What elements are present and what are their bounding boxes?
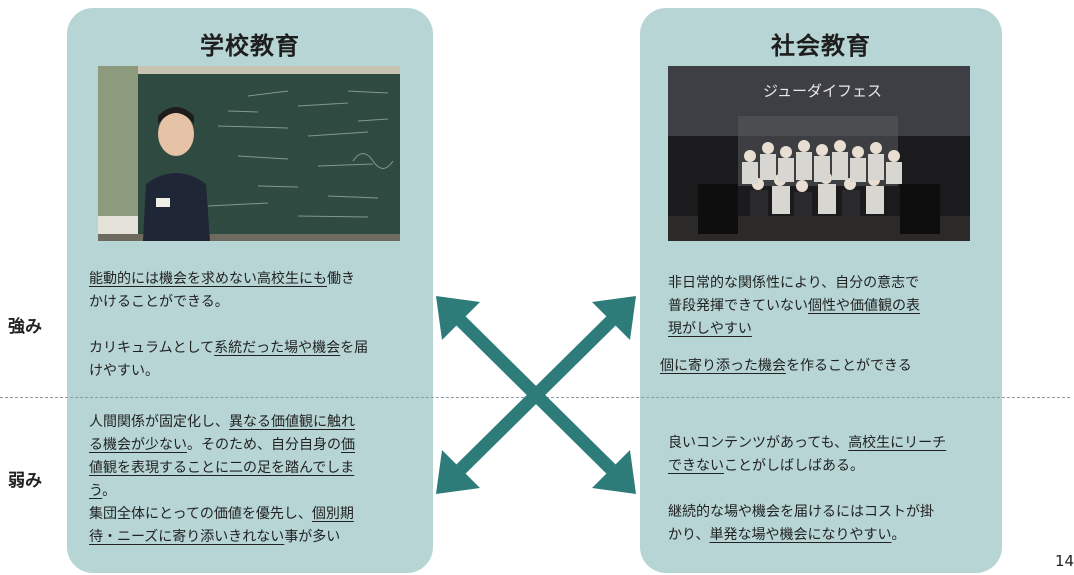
school-education-title: 学校教育 <box>200 32 300 60</box>
cross-arrows-icon <box>436 296 636 494</box>
social-education-title: 社会教育 <box>771 32 871 60</box>
weakness-label: 弱み <box>8 471 42 491</box>
society-weakness-text: 良いコンテンツがあっても、高校生にリーチ できないことがしばしばある。 継続的な… <box>668 435 947 543</box>
school-strength-text: 能動的には機会を求めない高校生にも働き かけることができる。 カリキュラムとして… <box>89 271 369 379</box>
school-weakness-text: 人間関係が固定化し、異なる価値観に触れ る機会が少ない。そのため、自分自身の価 … <box>89 414 355 545</box>
festival-banner-text: ジューダイフェス <box>763 82 882 100</box>
festival-group-photo: ジューダイフェス <box>668 66 970 241</box>
social-education-card: 社会教育 ジューダイフェス <box>640 8 1002 573</box>
school-education-card: 学校教育 能動的には機会を求めない高校生にも働き かけることができる。 カリキュ… <box>67 8 433 573</box>
classroom-photo <box>98 66 400 241</box>
page-number: 14 <box>1055 552 1074 570</box>
society-strength-text: 非日常的な関係性により、自分の意志で 普段発揮できていない個性や価値観の表 現が… <box>660 275 920 374</box>
strength-label: 強み <box>8 317 42 337</box>
